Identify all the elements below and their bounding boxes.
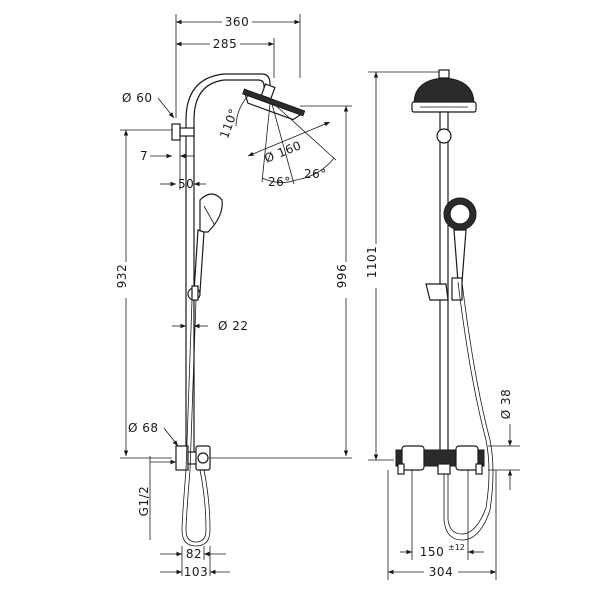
dim-spray-angle-right: 26°	[304, 167, 327, 181]
dim-line-160	[247, 121, 331, 157]
shower-head	[242, 83, 306, 121]
wall-bracket-arm	[179, 127, 195, 137]
slider-front	[425, 283, 449, 301]
dim-304: 304	[429, 565, 453, 579]
dim-150-tolerance: ±12	[448, 543, 465, 552]
spray-line-3	[273, 103, 337, 161]
side-view: 360 285 Ø 60 110° Ø 160 26°	[115, 14, 354, 579]
hose-side-outer	[181, 299, 211, 547]
label-bg	[210, 37, 240, 51]
hose-side	[185, 299, 207, 543]
dim-360: 360	[225, 15, 249, 29]
dim-1101: 1101	[365, 246, 379, 279]
hand-shower-face	[449, 203, 471, 225]
spray-arc-2	[295, 157, 335, 181]
dim-103: 103	[184, 565, 208, 579]
mixer-leg-left	[397, 463, 405, 475]
label-bg	[368, 244, 384, 288]
mixer-leg-right	[475, 463, 483, 475]
hand-shower-detail	[203, 205, 215, 225]
label-bg	[338, 262, 354, 298]
head-face	[242, 88, 306, 117]
spray-line-2	[271, 103, 295, 185]
dim-7: 7	[140, 149, 148, 163]
dim-50: 50	[178, 177, 194, 191]
hand-shower-handle	[193, 229, 205, 293]
label-bg	[424, 565, 458, 579]
mixer-outlet	[437, 463, 451, 475]
slider-holder	[451, 277, 463, 301]
hand-shower-handle-front	[453, 229, 467, 283]
dim-diameter-60: Ø 60	[122, 91, 153, 105]
riser-front	[439, 111, 449, 453]
mixer-right-handle	[455, 445, 479, 471]
dim-diameter-68: Ø 68	[128, 421, 159, 435]
label-bg	[118, 262, 134, 298]
label-bg	[222, 15, 252, 29]
dim-82: 82	[186, 547, 202, 561]
slider-body	[191, 285, 199, 301]
dim-spray-angle-left: 26°	[268, 175, 291, 189]
dim-285: 285	[213, 37, 237, 51]
hose-front-inner	[447, 281, 490, 535]
angle-arc-110	[235, 91, 253, 127]
bracket-front	[436, 128, 452, 144]
mixer-knob	[197, 452, 209, 464]
dim-150: 150	[420, 545, 444, 559]
head-top-cap	[438, 69, 450, 79]
dim-932: 932	[115, 264, 129, 288]
front-view: 1101 Ø 38	[365, 69, 520, 580]
spray-line-1	[261, 103, 271, 183]
head-front-dome	[413, 77, 475, 105]
hand-shower-head	[199, 193, 223, 233]
hose-front	[443, 281, 494, 541]
dim-diameter-22: Ø 22	[218, 319, 249, 333]
wall-bracket-plate	[171, 123, 181, 141]
mixer-left-handle	[401, 445, 425, 471]
dim-996: 996	[335, 264, 349, 288]
leader-68	[163, 427, 179, 447]
dim-diameter-38: Ø 38	[499, 389, 513, 420]
dim-angle-110: 110°	[217, 107, 241, 141]
dim-g12: G1/2	[137, 486, 151, 517]
spray-arc-1	[261, 177, 297, 183]
leader-60	[157, 97, 175, 119]
